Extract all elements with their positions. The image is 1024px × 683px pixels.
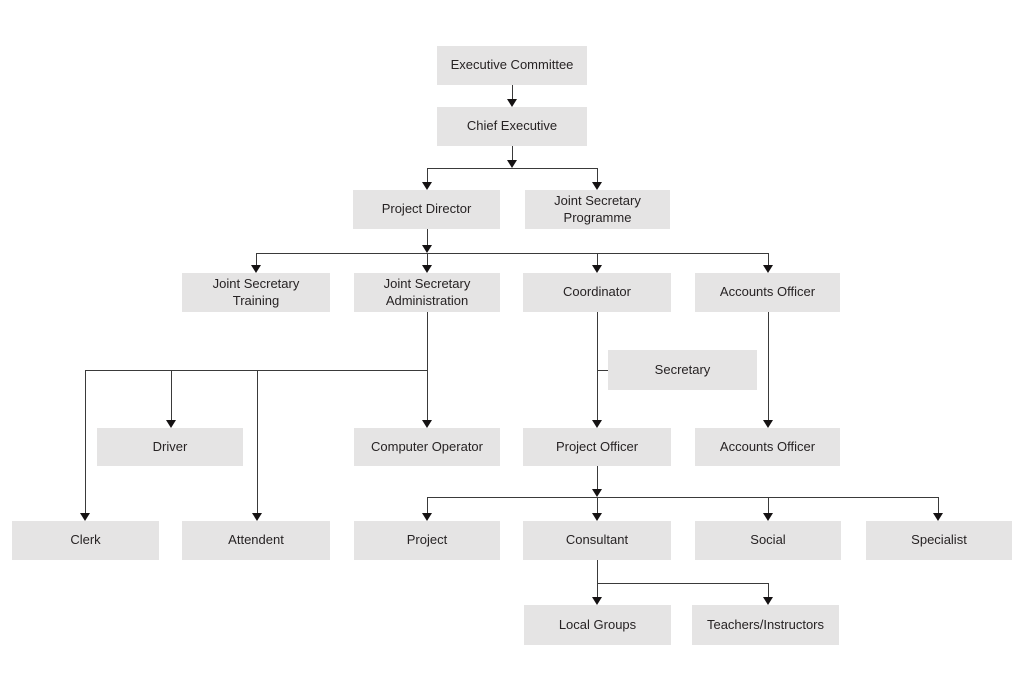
connector-hline-secretary-stub [597, 370, 608, 371]
connector-vline [597, 497, 598, 513]
connector-vline [427, 168, 428, 182]
connector-vline [597, 253, 598, 265]
node-accounts-officer-1: Accounts Officer [695, 273, 840, 312]
node-driver: Driver [97, 428, 243, 466]
node-accounts-officer-2: Accounts Officer [695, 428, 840, 466]
node-executive-committee: Executive Committee [437, 46, 587, 85]
arrow-down-icon [80, 513, 90, 521]
arrow-down-icon [252, 513, 262, 521]
connector-hline [85, 370, 428, 371]
connector-vline [597, 466, 598, 489]
arrow-down-icon [763, 420, 773, 428]
arrow-down-icon [507, 99, 517, 107]
node-joint-secretary-programme: Joint Secretary Programme [525, 190, 670, 229]
connector-vline [768, 497, 769, 513]
arrow-down-icon [166, 420, 176, 428]
arrow-down-icon [507, 160, 517, 168]
node-social: Social [695, 521, 841, 560]
connector-hline [256, 253, 769, 254]
connector-vline [768, 312, 769, 420]
connector-vline [597, 168, 598, 182]
arrow-down-icon [933, 513, 943, 521]
node-project-director: Project Director [353, 190, 500, 229]
connector-vline [597, 560, 598, 583]
node-clerk: Clerk [12, 521, 159, 560]
connector-vline [768, 583, 769, 597]
connector-vline [256, 253, 257, 265]
connector-vline [85, 370, 86, 513]
connector-vline [171, 370, 172, 420]
node-specialist: Specialist [866, 521, 1012, 560]
connector-hline [427, 168, 598, 169]
node-attendent: Attendent [182, 521, 330, 560]
connector-vline [597, 312, 598, 420]
arrow-down-icon [592, 265, 602, 273]
node-local-groups: Local Groups [524, 605, 671, 645]
node-consultant: Consultant [523, 521, 671, 560]
node-secretary: Secretary [608, 350, 757, 390]
node-coordinator: Coordinator [523, 273, 671, 312]
connector-vline [427, 229, 428, 245]
connector-hline [597, 583, 769, 584]
arrow-down-icon [592, 182, 602, 190]
connector-vline [257, 370, 258, 513]
connector-vline [512, 146, 513, 160]
node-chief-executive: Chief Executive [437, 107, 587, 146]
arrow-down-icon [592, 513, 602, 521]
node-teachers-instructors: Teachers/Instructors [692, 605, 839, 645]
connector-vline [427, 312, 428, 370]
node-project: Project [354, 521, 500, 560]
connector-vline [427, 497, 428, 513]
arrow-down-icon [592, 597, 602, 605]
connector-vline [427, 370, 428, 420]
arrow-down-icon [592, 420, 602, 428]
arrow-down-icon [422, 265, 432, 273]
arrow-down-icon [422, 245, 432, 253]
node-joint-secretary-administration: Joint Secretary Administration [354, 273, 500, 312]
node-computer-operator: Computer Operator [354, 428, 500, 466]
arrow-down-icon [422, 513, 432, 521]
arrow-down-icon [763, 265, 773, 273]
node-joint-secretary-training: Joint Secretary Training [182, 273, 330, 312]
arrow-down-icon [592, 489, 602, 497]
arrow-down-icon [422, 182, 432, 190]
arrow-down-icon [763, 597, 773, 605]
connector-hline [427, 497, 939, 498]
connector-vline [512, 85, 513, 99]
arrow-down-icon [422, 420, 432, 428]
arrow-down-icon [763, 513, 773, 521]
connector-vline [768, 253, 769, 265]
node-project-officer: Project Officer [523, 428, 671, 466]
arrow-down-icon [251, 265, 261, 273]
connector-vline [597, 583, 598, 597]
connector-vline [938, 497, 939, 513]
connector-vline [427, 253, 428, 265]
